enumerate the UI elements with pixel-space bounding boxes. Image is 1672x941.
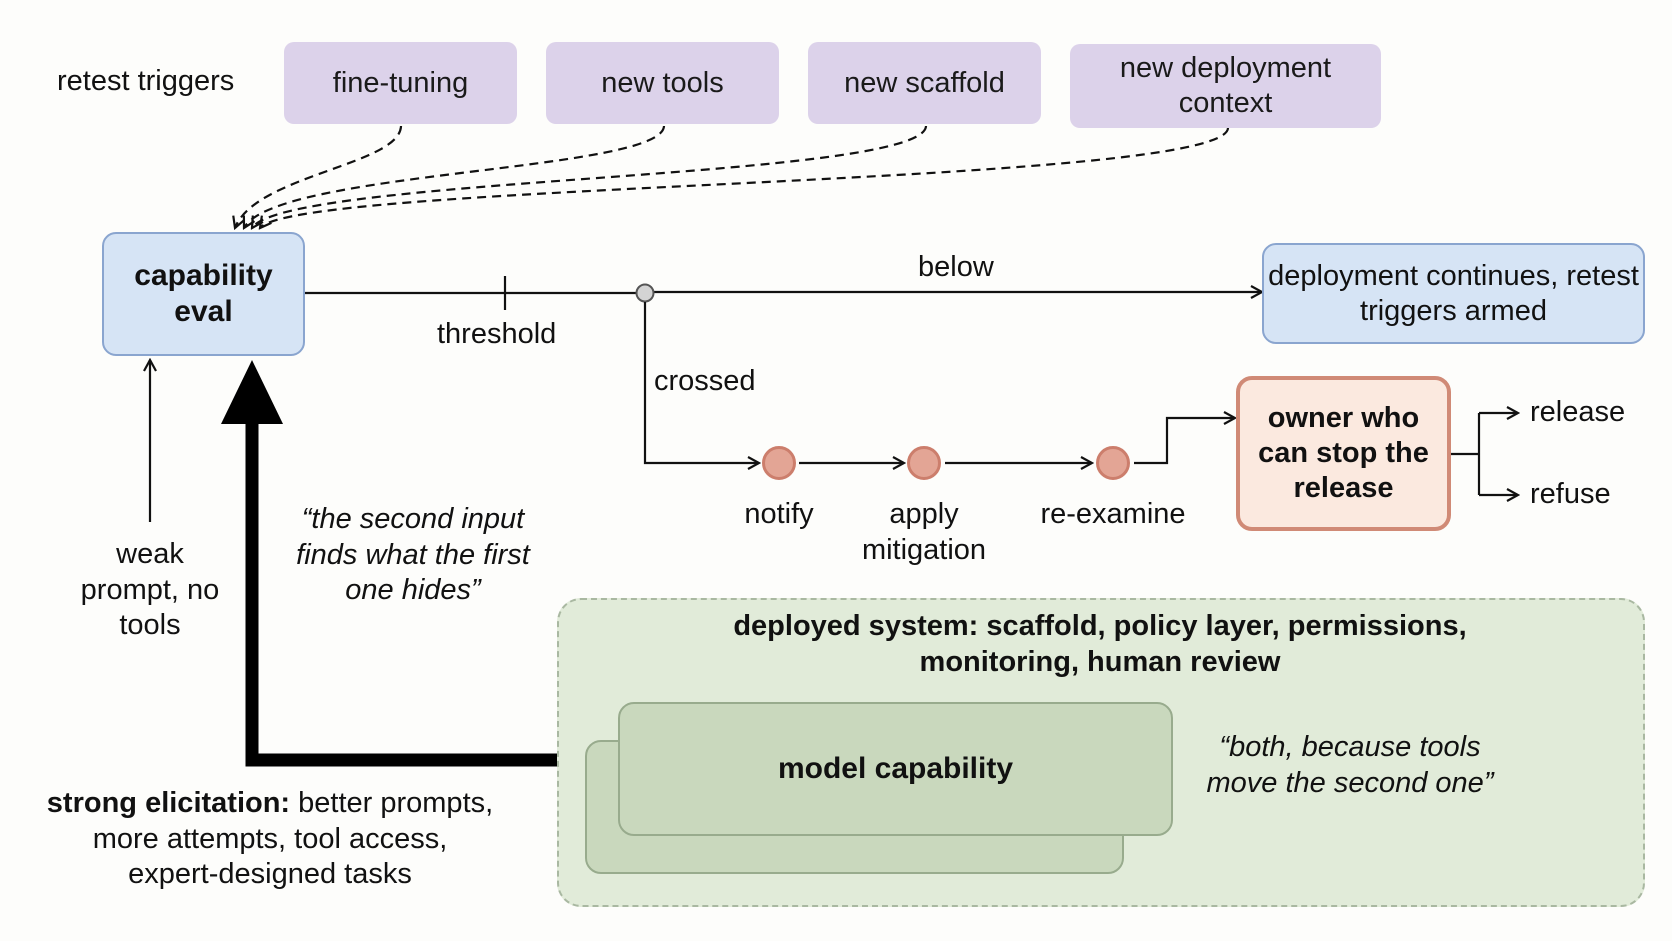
release-label: release <box>1530 396 1626 428</box>
both-quote: “both, because tools move the second one… <box>1206 731 1494 799</box>
strong-elicitation-line <box>245 420 558 767</box>
trigger-new-deployment-context: new deployment context <box>1070 44 1381 128</box>
re-examine-label: re-examine <box>1040 498 1186 530</box>
apply-mitigation-label: apply mitigation <box>861 498 987 566</box>
deployed-system-label: deployed system: scaffold, policy layer,… <box>733 610 1467 678</box>
apply-mitigation-node <box>907 446 941 480</box>
strong-elicitation-text-2: more attempts, tool access, <box>92 822 448 855</box>
owner-decision-bracket <box>1451 413 1481 495</box>
to-owner-arrow <box>1134 418 1235 465</box>
trigger-arrow-deployment-context <box>260 127 1230 228</box>
crossed-label: crossed <box>654 365 756 397</box>
strong-elicitation-heading: strong elicitation: <box>46 787 291 819</box>
crossed-arrow <box>643 302 759 463</box>
trigger-arrow-new-scaffold <box>252 125 928 228</box>
below-label: below <box>918 251 994 283</box>
refuse-label: refuse <box>1530 478 1611 510</box>
capability-eval-box: capability eval <box>102 232 305 356</box>
strong-elicitation-arrowhead <box>221 360 283 424</box>
trigger-fine-tuning: fine-tuning <box>284 42 517 124</box>
re-examine-node <box>1096 446 1130 480</box>
deployment-continues-box: deployment continues, retest triggers ar… <box>1262 243 1645 344</box>
retest-triggers-label: retest triggers <box>57 65 235 97</box>
decision-point <box>635 283 655 303</box>
second-input-quote: “the second input finds what the first o… <box>296 503 530 607</box>
trigger-new-tools: new tools <box>546 42 779 124</box>
threshold-label: threshold <box>437 318 557 350</box>
strong-elicitation-label: strong elicitation: better prompts, more… <box>20 786 520 893</box>
notify-node <box>762 446 796 480</box>
strong-elicitation-text-3: expert-designed tasks <box>128 858 412 891</box>
weak-elicitation-label: weak prompt, no tools <box>80 538 220 642</box>
model-capability-box: model capability <box>618 702 1173 836</box>
trigger-arrow-fine-tuning <box>235 125 403 228</box>
strong-elicitation-text-1: better prompts, <box>290 787 494 819</box>
owner-box: owner who can stop the release <box>1236 376 1451 531</box>
notify-label: notify <box>744 498 814 530</box>
trigger-new-scaffold: new scaffold <box>808 42 1041 124</box>
